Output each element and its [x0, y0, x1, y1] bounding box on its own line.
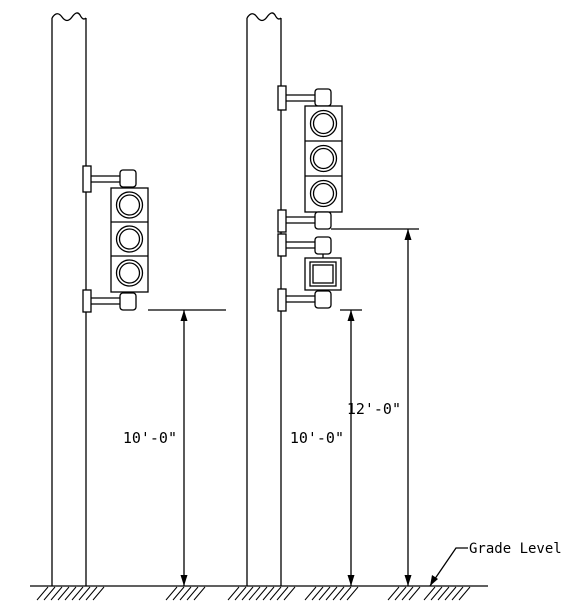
ground-hatch-right-mid	[304, 586, 359, 601]
right-pole	[246, 12, 282, 586]
right-upper-dimension: 12'-0"	[347, 229, 412, 586]
signal-lens-icon	[309, 179, 338, 208]
left-dimension-label: 10'-0"	[123, 429, 177, 447]
right-top-bracket	[277, 85, 332, 111]
right-upper-dimension-label: 12'-0"	[347, 400, 401, 418]
square-sign-icon	[304, 257, 342, 291]
ground-hatch-far-right	[423, 586, 471, 601]
right-signal-head	[304, 105, 343, 213]
right-lower-dimension-label: 10'-0"	[290, 429, 344, 447]
ground-hatch-right-pole	[227, 586, 296, 601]
ground-hatch-left-pole	[36, 586, 105, 601]
grade-level-leader: Grade Level	[429, 541, 562, 587]
right-sign-lower-bracket	[277, 288, 332, 312]
left-signal-head	[110, 187, 149, 293]
ground-hatch-right-dim	[387, 586, 421, 601]
signal-lens-icon	[309, 109, 338, 138]
grade-level-label: Grade Level	[469, 541, 562, 557]
left-upper-bracket	[82, 165, 137, 193]
right-sign-upper-bracket	[277, 233, 332, 258]
ground-hatch-left-dim	[165, 586, 206, 601]
right-lower-dimension: 10'-0"	[290, 309, 362, 586]
left-dimension: 10'-0"	[123, 309, 226, 586]
signal-lens-icon	[115, 259, 144, 287]
left-pole	[51, 12, 87, 586]
right-mid-bracket	[277, 209, 332, 233]
left-lower-bracket	[82, 289, 137, 313]
signal-lens-icon	[309, 144, 338, 173]
signal-lens-icon	[115, 225, 144, 253]
signal-lens-icon	[115, 191, 144, 219]
